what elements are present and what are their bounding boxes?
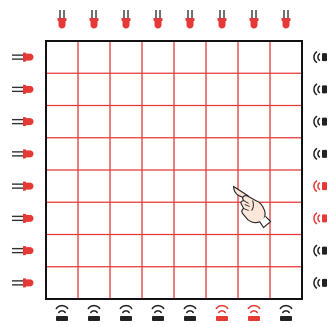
ir-receiver-icon [314,52,327,63]
led-emitter-icon [12,182,34,191]
ir-receiver-icon [314,116,327,127]
ir-receiver-icon [184,306,196,321]
led-emitter-icon [58,10,67,29]
led-emitter-icon [12,246,34,255]
led-emitter-icon [218,10,227,29]
led-emitter-icon [122,10,131,29]
ir-receiver-icon [314,148,327,159]
led-emitter-icon [12,214,34,223]
ir-receiver-icon [314,213,327,224]
ir-receiver-icon [314,84,327,95]
ir-receiver-icon [56,306,68,321]
ir-receiver-icon [314,277,327,288]
led-emitter-icon [12,85,34,94]
sensor-grid [46,41,302,299]
led-emitter-icon [12,278,34,287]
ir-receiver-icon [152,306,164,321]
ir-receiver-icon [120,306,132,321]
led-emitter-icon [12,117,34,126]
ir-receiver-icon [280,306,292,321]
ir-receiver-icon [88,306,100,321]
led-emitter-icon [90,10,99,29]
led-emitter-icon [154,10,163,29]
led-emitter-icon [12,149,34,158]
ir-receiver-icon [314,245,327,256]
led-emitter-icon [282,10,291,29]
led-emitter-icon [186,10,195,29]
led-emitter-icon [12,53,34,62]
ir-receiver-icon [248,306,260,321]
led-emitter-icon [250,10,259,29]
ir-receiver-icon [216,306,228,321]
ir-receiver-icon [314,181,327,192]
